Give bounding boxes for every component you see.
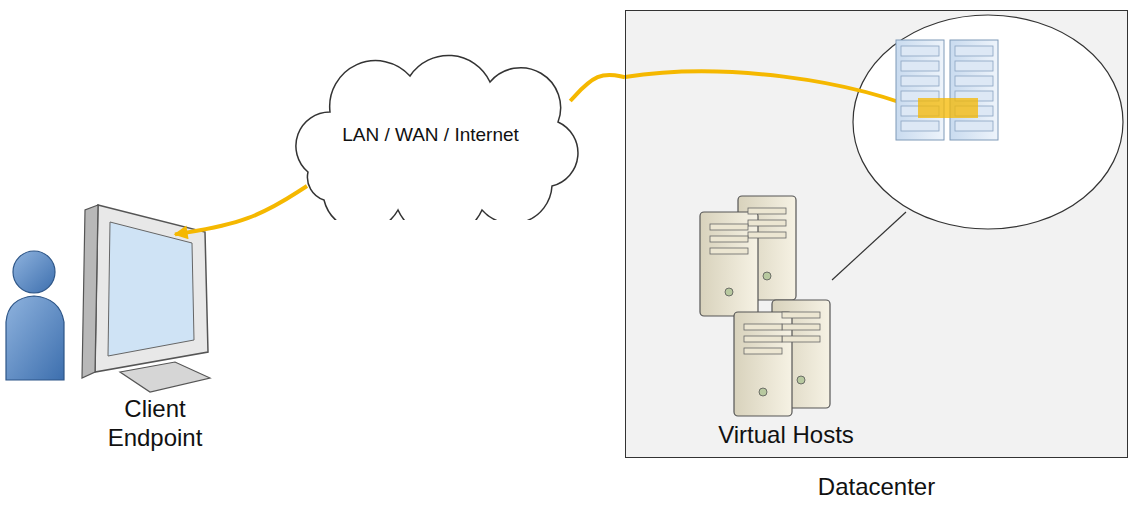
drive-slot <box>710 236 748 242</box>
cloud-outline <box>296 55 578 220</box>
drive-slot <box>748 220 786 226</box>
rack-slot <box>901 46 993 131</box>
rack-icon <box>950 40 998 140</box>
network-cloud: LAN / WAN / Internet <box>268 50 593 220</box>
node-label: Virtual Hosts <box>718 421 854 456</box>
rack-slot <box>955 121 993 131</box>
drive-slot <box>748 232 786 238</box>
network-link <box>570 75 625 101</box>
network-link <box>175 186 307 234</box>
drive-slot <box>782 336 820 342</box>
rack-icon <box>896 40 998 140</box>
node-label: Client Endpoint <box>80 395 230 453</box>
datacenter-ground <box>625 10 1128 458</box>
drive-slot <box>725 288 733 296</box>
drive-slot <box>744 348 782 354</box>
leader-line <box>832 212 906 280</box>
person-icon <box>13 251 55 293</box>
zoom-circle <box>853 15 1123 229</box>
client-node: Client Endpoint <box>0 230 175 450</box>
person-icon <box>6 251 64 380</box>
rack-slot <box>955 76 993 86</box>
rack-slot <box>901 76 939 86</box>
drive-slot <box>782 312 820 318</box>
drive-slot <box>782 324 820 330</box>
link-line <box>625 71 935 116</box>
drive-slot <box>759 388 767 396</box>
rack-slot <box>955 61 993 71</box>
datacenter-box: DatacenterVirtual Hosts <box>625 10 1128 458</box>
rack-slot <box>901 46 939 56</box>
server-tower-icon <box>700 196 830 416</box>
drive-slot <box>710 224 748 230</box>
drive-slot <box>748 208 786 214</box>
monitor-icon <box>82 205 98 378</box>
drive-slot <box>744 324 782 330</box>
monitor-icon <box>120 362 210 392</box>
drive-slot <box>797 376 805 384</box>
person-icon <box>6 296 64 380</box>
rack-slot <box>955 46 993 56</box>
server-tower-icon <box>700 212 758 316</box>
drive-slot <box>744 336 782 342</box>
drive-slot <box>710 208 820 396</box>
rack-slot <box>901 121 939 131</box>
node-label: Datacenter <box>626 473 1127 502</box>
rack-slot <box>901 61 939 71</box>
drive-slot <box>710 248 748 254</box>
rack-icon <box>896 40 944 140</box>
highlight-bar <box>918 98 978 118</box>
monitor-icon <box>108 222 194 356</box>
virtual-hosts-node: Virtual Hosts <box>666 191 906 456</box>
drive-slot <box>763 272 771 280</box>
node-label: LAN / WAN / Internet <box>342 124 519 147</box>
